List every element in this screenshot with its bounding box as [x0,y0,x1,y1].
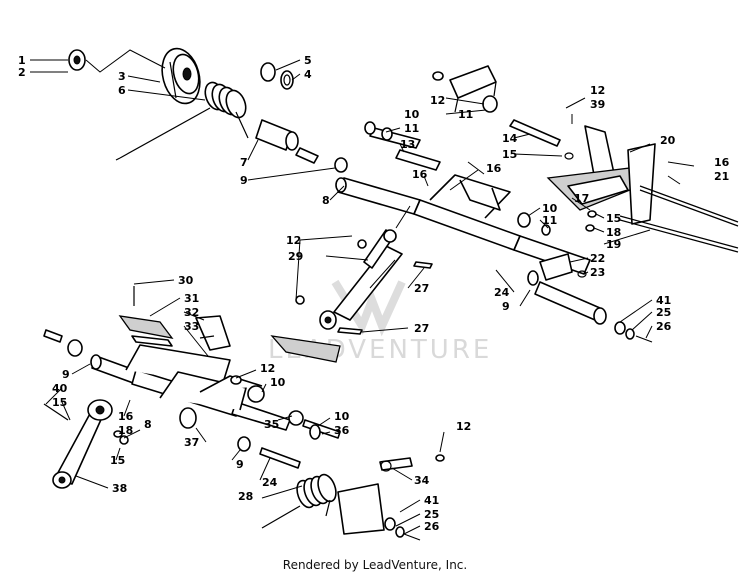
callout-34: 34 [414,474,430,487]
callout-33: 33 [184,320,199,333]
callout-19: 19 [606,238,621,251]
callout-11-right: 11 [542,214,557,227]
callout-13: 13 [400,138,415,151]
callout-1: 1 [18,54,26,67]
callout-40: 40 [52,382,68,395]
callout-15-lower: 15 [110,454,125,467]
callout-12-mid: 12 [260,362,275,375]
callout-35: 35 [264,418,279,431]
callout-11-top: 11 [458,108,473,121]
torsion-spring-top [119,81,249,159]
callout-26-bottom: 26 [424,520,440,533]
callout-14: 14 [502,132,518,145]
leader-lines [30,49,695,535]
callout-23: 23 [590,266,605,279]
callout-41-top: 41 [656,294,671,307]
callout-16-left: 16 [412,168,428,181]
callout-41-bottom: 41 [424,494,439,507]
callout-31: 31 [184,292,199,305]
callout-37: 37 [184,436,199,449]
callout-24-right: 24 [494,286,510,299]
callout-10-lower: 10 [334,410,350,423]
callout-10-right: 10 [542,202,558,215]
callout-32: 32 [184,306,199,319]
idler-wheel-assembly [68,47,348,173]
callout-7: 7 [240,156,248,169]
callout-5: 5 [304,54,312,67]
callout-20: 20 [660,134,676,147]
main-cross-shaft [335,174,607,325]
callout-16-lower: 16 [118,410,134,423]
callout-9-lower: 9 [236,458,244,471]
callout-16-right: 16 [714,156,730,169]
rear-arm-brackets [364,65,739,281]
callout-9-right: 9 [502,300,510,313]
callout-8-top: 8 [322,194,330,207]
callout-25-top: 25 [656,306,671,319]
callout-9-top: 9 [240,174,248,187]
callout-17: 17 [574,192,589,205]
callout-39: 39 [590,98,605,111]
callout-38: 38 [112,482,127,495]
callout-12-upper: 12 [430,94,445,107]
watermark: LEADVENTURE [268,279,489,365]
callout-16-mid: 16 [486,162,502,175]
callout-36: 36 [334,424,350,437]
callout-24-lower: 24 [262,476,278,489]
hardware-upper-right [115,157,653,343]
callout-27-bottom: 27 [414,322,429,335]
callout-12-right: 12 [590,84,605,97]
callout-15-left: 15 [52,396,67,409]
callout-8-lower: 8 [144,418,152,431]
callout-21: 21 [714,170,729,183]
callout-10-upper: 10 [404,108,420,121]
callout-12-lower: 12 [456,420,471,433]
callout-4: 4 [304,68,312,81]
callout-30: 30 [178,274,194,287]
callout-6: 6 [118,84,126,97]
callout-27-top: 27 [414,282,429,295]
callout-18-right: 18 [606,226,621,239]
callout-labels: 1 2 3 4 5 6 7 8 9 11 10 12 11 13 14 15 1… [18,54,730,533]
callout-28: 28 [238,490,253,503]
callout-15-right: 15 [606,212,621,225]
callout-29: 29 [288,250,303,263]
callout-18-lower: 18 [118,424,133,437]
callout-2: 2 [18,66,26,79]
front-arm-assembly [43,286,445,541]
callout-15-upper: 15 [502,148,517,161]
callout-9-left: 9 [62,368,70,381]
callout-10-mid: 10 [270,376,286,389]
callout-11-upper: 11 [404,122,419,135]
callout-26-top: 26 [656,320,672,333]
callout-25-bottom: 25 [424,508,439,521]
footer-credit: Rendered by LeadVenture, Inc. [282,558,468,572]
callout-12-shock: 12 [286,234,301,247]
torsion-spring-bottom [261,473,337,529]
callout-3: 3 [118,70,126,83]
callout-22: 22 [590,252,605,265]
shock-absorber [270,205,433,363]
